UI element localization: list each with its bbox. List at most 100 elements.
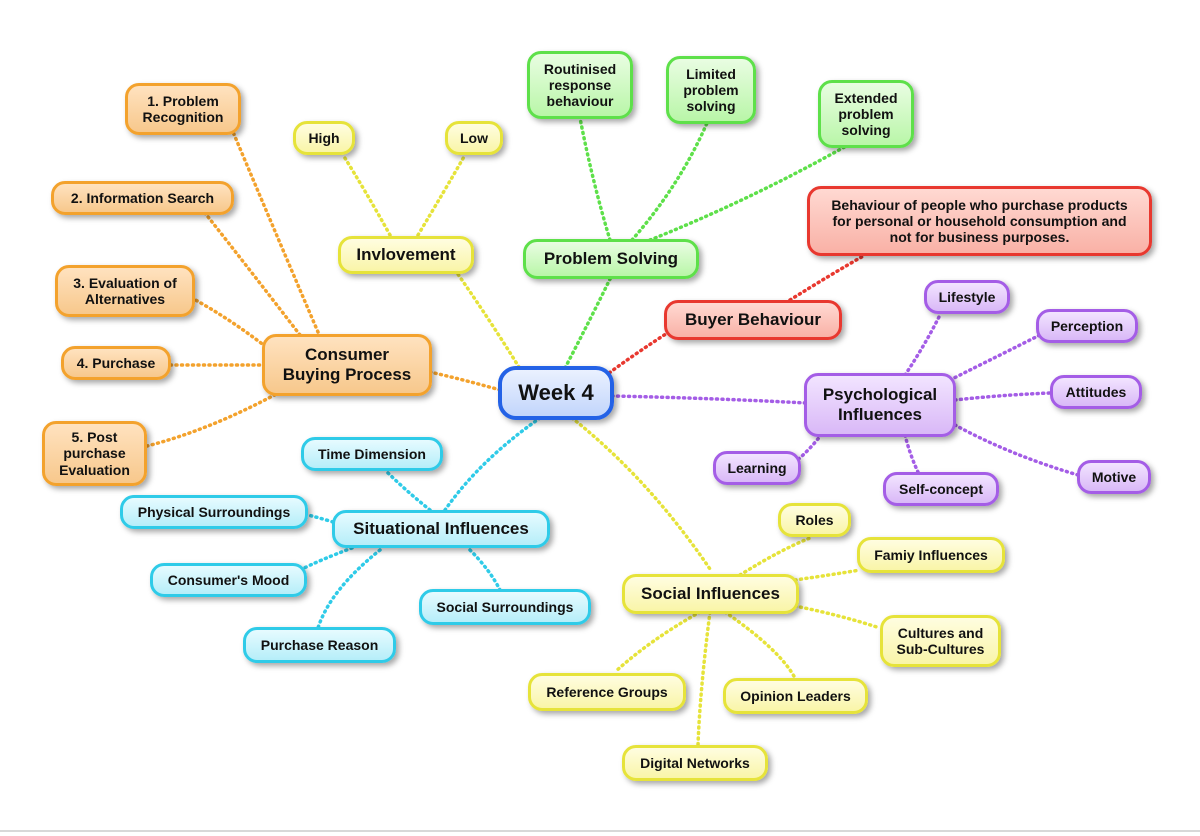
link-soc-opinion [723, 610, 797, 680]
limited-problem-solving-node[interactable]: Limited problem solving [666, 56, 756, 124]
reference-groups-label: Reference Groups [546, 683, 668, 700]
problem-solving-node[interactable]: Problem Solving [523, 239, 699, 279]
attitudes-node[interactable]: Attitudes [1050, 375, 1142, 409]
roles-label: Roles [795, 511, 834, 528]
digital-networks-node[interactable]: Digital Networks [622, 745, 768, 781]
reference-groups-node[interactable]: Reference Groups [528, 673, 686, 711]
link-sit-mood [298, 546, 354, 572]
situational-influences-node[interactable]: Situational Influences [332, 510, 550, 548]
central-topic-label: Week 4 [518, 380, 594, 406]
extended-problem-solving-node[interactable]: Extended problem solving [818, 80, 914, 148]
social-surroundings-label: Social Surroundings [436, 598, 574, 615]
link-psy-attitudes [953, 391, 1052, 402]
problem-recognition-label: 1. Problem Recognition [142, 92, 224, 125]
link-cbp-information-search [203, 211, 302, 337]
self-concept-label: Self-concept [898, 480, 983, 497]
link-center-problem-solving [563, 273, 614, 370]
high-involvement-label: High [308, 129, 340, 146]
purchase-reason-label: Purchase Reason [260, 636, 379, 653]
buyer-behaviour-node[interactable]: Buyer Behaviour [664, 300, 842, 340]
link-soc-family [793, 568, 862, 582]
link-ps-extended [648, 143, 850, 242]
high-involvement-node[interactable]: High [293, 121, 355, 155]
roles-node[interactable]: Roles [778, 503, 851, 537]
link-inv-low [416, 153, 467, 237]
link-soc-cultures [793, 604, 882, 630]
extended-problem-solving-label: Extended problem solving [834, 89, 898, 139]
purchase-node[interactable]: 4. Purchase [61, 346, 171, 380]
link-cbp-problem-recognition [226, 118, 320, 334]
lifestyle-node[interactable]: Lifestyle [924, 280, 1010, 314]
link-psy-motive [953, 423, 1080, 477]
consumer-buying-process-node[interactable]: Consumer Buying Process [262, 334, 432, 396]
perception-label: Perception [1050, 317, 1124, 334]
central-topic-node[interactable]: Week 4 [498, 366, 614, 420]
situational-influences-label: Situational Influences [353, 519, 529, 539]
social-surroundings-node[interactable]: Social Surroundings [419, 589, 591, 625]
motive-label: Motive [1091, 468, 1137, 485]
problem-recognition-node[interactable]: 1. Problem Recognition [125, 83, 241, 135]
family-influences-node[interactable]: Famiy Influences [857, 537, 1005, 573]
link-center-involvement [453, 268, 524, 374]
information-search-node[interactable]: 2. Information Search [51, 181, 234, 215]
social-influences-label: Social Influences [641, 584, 780, 604]
purchase-label: 4. Purchase [76, 354, 156, 371]
post-purchase-evaluation-label: 5. Post purchase Evaluation [59, 429, 130, 478]
consumers-mood-label: Consumer's Mood [167, 571, 290, 588]
motive-node[interactable]: Motive [1077, 460, 1151, 494]
cultures-subcultures-node[interactable]: Cultures and Sub-Cultures [880, 615, 1001, 667]
buyer-behaviour-definition-node[interactable]: Behaviour of people who purchase product… [807, 186, 1152, 256]
link-soc-digital [696, 610, 712, 747]
low-involvement-node[interactable]: Low [445, 121, 503, 155]
perception-node[interactable]: Perception [1036, 309, 1138, 343]
link-sit-physical [306, 513, 335, 524]
link-ps-limited [630, 121, 709, 242]
lifestyle-label: Lifestyle [938, 288, 996, 305]
limited-problem-solving-label: Limited problem solving [683, 65, 739, 115]
link-soc-roles [738, 536, 812, 577]
low-involvement-label: Low [460, 129, 488, 146]
link-soc-reference [613, 610, 702, 674]
involvement-node[interactable]: Invlovement [338, 236, 474, 274]
psychological-influences-label: Psychological Influences [822, 385, 938, 424]
link-inv-high [341, 153, 392, 237]
link-sit-reason [316, 548, 382, 630]
buyer-behaviour-definition-label: Behaviour of people who purchase product… [831, 196, 1128, 246]
evaluation-of-alternatives-label: 3. Evaluation of Alternatives [73, 274, 177, 307]
physical-surroundings-node[interactable]: Physical Surroundings [120, 495, 308, 529]
link-center-psychological [610, 394, 808, 405]
link-center-situational [443, 416, 542, 512]
link-psy-perception [948, 333, 1042, 382]
link-center-social [570, 416, 714, 574]
information-search-label: 2. Information Search [70, 189, 215, 206]
attitudes-label: Attitudes [1065, 383, 1127, 400]
opinion-leaders-label: Opinion Leaders [740, 687, 851, 704]
purchase-reason-node[interactable]: Purchase Reason [243, 627, 396, 663]
learning-node[interactable]: Learning [713, 451, 801, 485]
psychological-influences-node[interactable]: Psychological Influences [804, 373, 956, 437]
routinised-response-node[interactable]: Routinised response behaviour [527, 51, 633, 119]
link-center-consumer-buying [428, 370, 502, 392]
cultures-subcultures-label: Cultures and Sub-Cultures [896, 624, 985, 657]
routinised-response-label: Routinised response behaviour [543, 60, 617, 110]
self-concept-node[interactable]: Self-concept [883, 472, 999, 506]
opinion-leaders-node[interactable]: Opinion Leaders [723, 678, 868, 714]
link-psy-lifestyle [903, 313, 942, 377]
post-purchase-evaluation-node[interactable]: 5. Post purchase Evaluation [42, 421, 147, 486]
involvement-label: Invlovement [356, 245, 456, 265]
link-cbp-post-purchase [145, 390, 282, 448]
digital-networks-label: Digital Networks [640, 754, 750, 771]
time-dimension-node[interactable]: Time Dimension [301, 437, 443, 471]
link-cbp-evaluation [190, 296, 272, 352]
consumers-mood-node[interactable]: Consumer's Mood [150, 563, 307, 597]
evaluation-of-alternatives-node[interactable]: 3. Evaluation of Alternatives [55, 265, 195, 317]
physical-surroundings-label: Physical Surroundings [137, 503, 291, 520]
time-dimension-label: Time Dimension [318, 445, 426, 462]
link-ps-routinised [578, 116, 612, 242]
problem-solving-label: Problem Solving [543, 249, 679, 269]
link-sit-social [468, 548, 502, 592]
buyer-behaviour-label: Buyer Behaviour [684, 310, 822, 330]
bottom-divider [0, 830, 1200, 832]
social-influences-node[interactable]: Social Influences [622, 574, 799, 614]
link-psy-self-concept [903, 433, 920, 474]
